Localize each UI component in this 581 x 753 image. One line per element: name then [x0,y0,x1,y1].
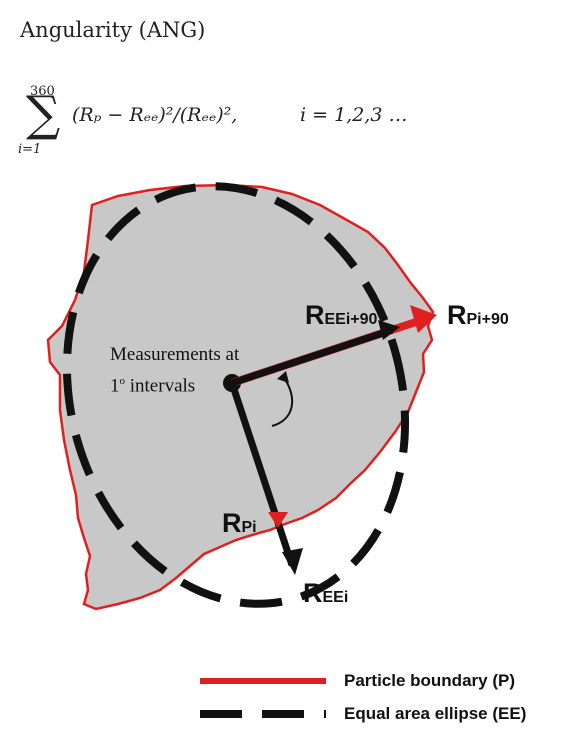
vector-r-ee-i90 [230,326,394,387]
sum-lower-limit: i=1 [18,142,42,157]
rotation-arrow-head [277,371,289,383]
sum-upper-limit: 360 [30,84,55,99]
vector-r-p-i-head [268,512,288,528]
label-r-ee-i90: REEi+90 [305,300,378,330]
vector-r-ee-i [228,381,296,567]
equal-area-ellipse [62,182,410,608]
legend-item-ellipse: Equal area ellipse (EE) [200,703,580,727]
angularity-formula: 360 ∑ i=1 (Rₚ − Rₑₑ)²/(Rₑₑ)², i = 1,2,3 … [18,84,458,164]
legend-item-particle: Particle boundary (P) [200,670,580,694]
formula-index: i = 1,2,3 … [300,104,408,126]
label-r-p-i: RPi [222,508,257,538]
measurement-note-line1: Measurements at [110,344,240,365]
formula-expression: (Rₚ − Rₑₑ)²/(Rₑₑ)², [72,104,238,126]
measurement-note-line2: 1o intervals [110,375,196,397]
vector-r-p-i90-head [410,305,437,333]
label-r-ee-i: REEi [303,578,349,608]
measurement-note: Measurements at 1o intervals [110,341,239,399]
vector-r-ee-i90-head [378,320,400,340]
vector-r-ee-i-head [282,548,303,575]
sum-symbol: ∑ [26,86,61,142]
diagram-title: Angularity (ANG) [20,18,206,42]
legend-label-ellipse: Equal area ellipse (EE) [344,704,527,723]
rotation-arrow [271,377,294,427]
legend-label-particle: Particle boundary (P) [344,671,515,690]
particle-boundary [46,183,435,611]
label-r-p-i90: RPi+90 [447,300,509,330]
